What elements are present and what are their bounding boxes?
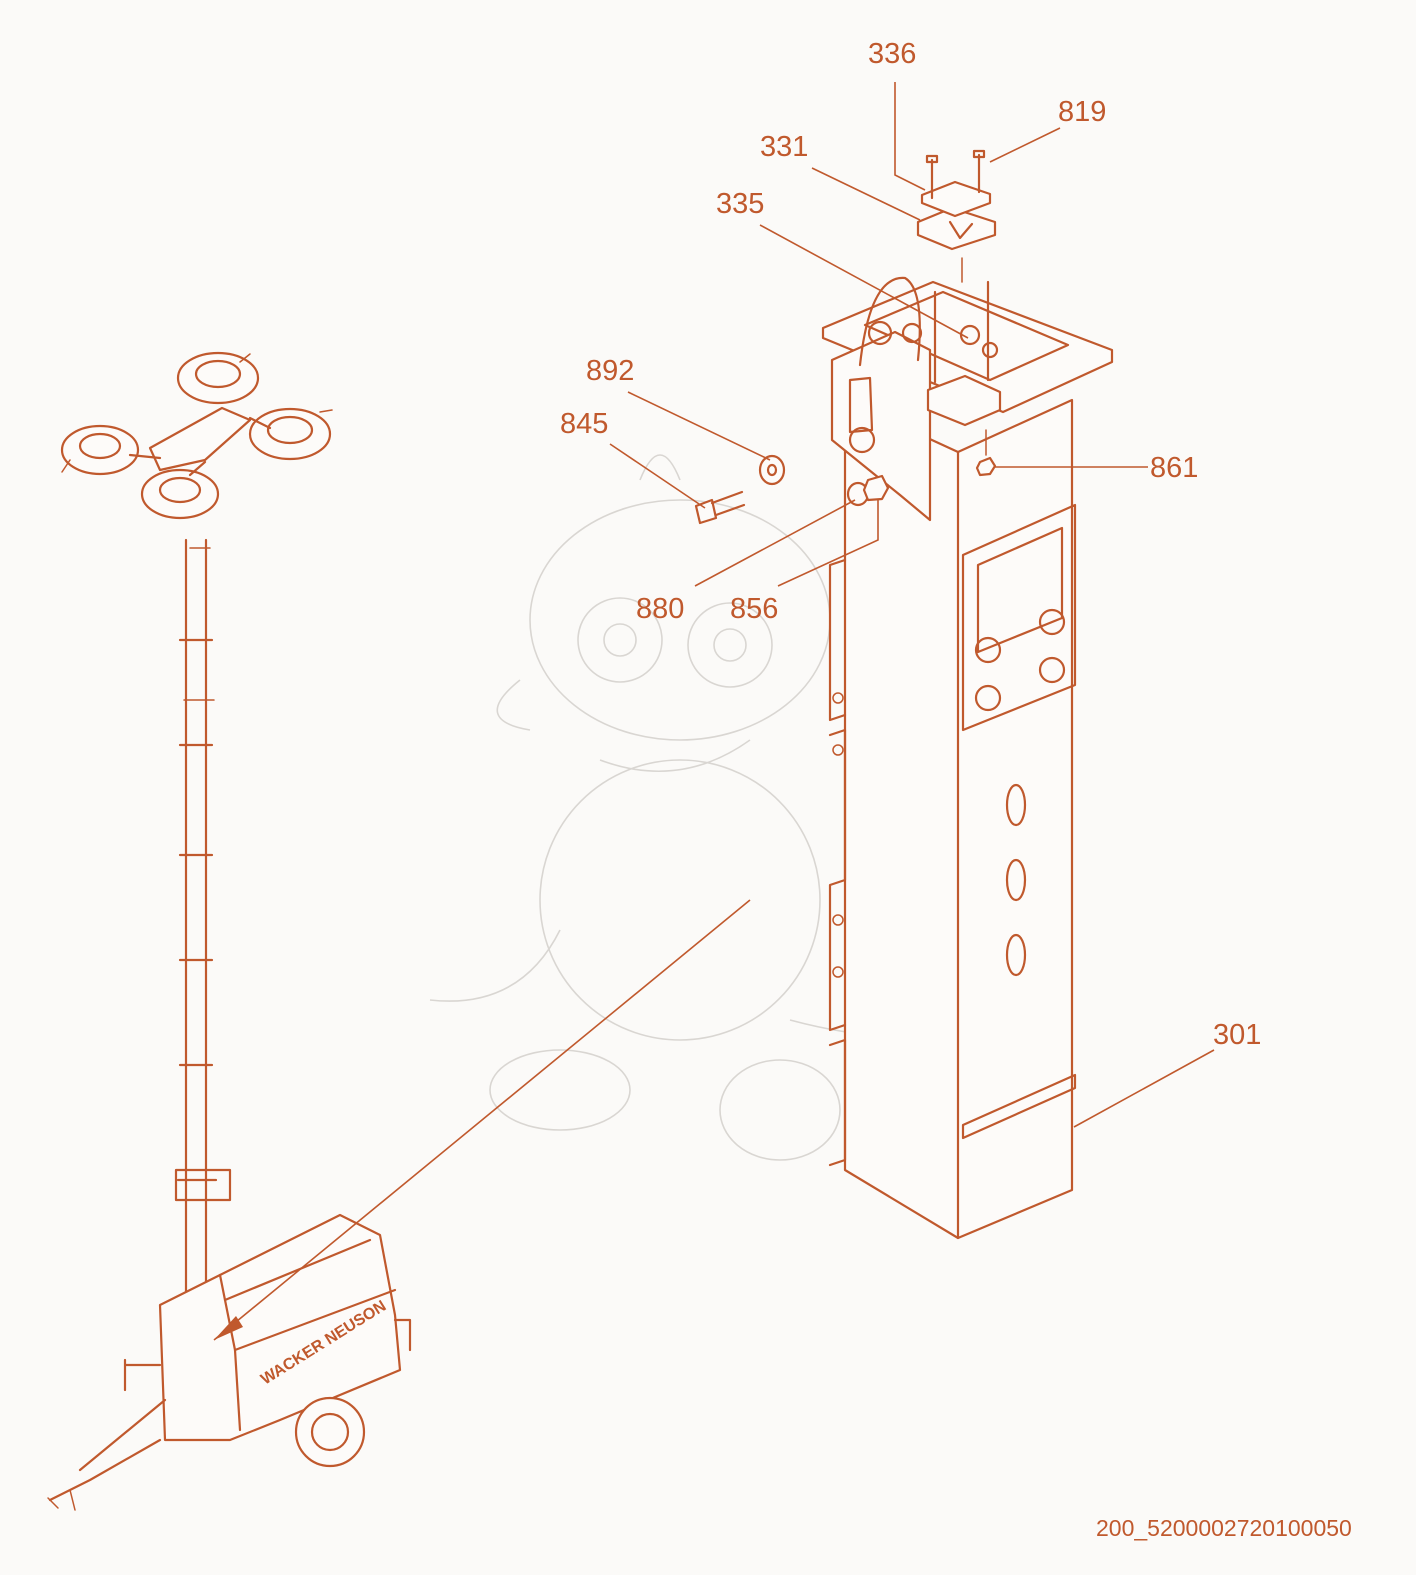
part-label-856: 856 [730, 593, 779, 625]
trailer-body: WACKER NEUSON [47, 1213, 412, 1511]
light-tower-overview: WACKER NEUSON [47, 351, 412, 1511]
part-label-819: 819 [1058, 96, 1107, 128]
part-label-335: 335 [716, 188, 765, 220]
part-label-336: 336 [868, 38, 917, 70]
detail-pointer-line [213, 899, 751, 1341]
part-label-301: 301 [1213, 1019, 1262, 1051]
detail-pointer-arrow [214, 1316, 243, 1340]
top-hardware [916, 149, 997, 251]
part-label-331: 331 [760, 131, 809, 163]
telescopic-mast [174, 538, 232, 1322]
leader-lines [609, 82, 1215, 1128]
part-label-892: 892 [586, 355, 635, 387]
lamp-head-cluster [60, 351, 333, 520]
hinge-hardware [694, 429, 997, 525]
drawing-code: 200_5200002720100050 [1096, 1515, 1352, 1541]
part-label-861: 861 [1150, 452, 1199, 484]
part-label-845: 845 [560, 408, 609, 440]
mast-base-column [821, 257, 1114, 1240]
part-label-880: 880 [636, 593, 685, 625]
